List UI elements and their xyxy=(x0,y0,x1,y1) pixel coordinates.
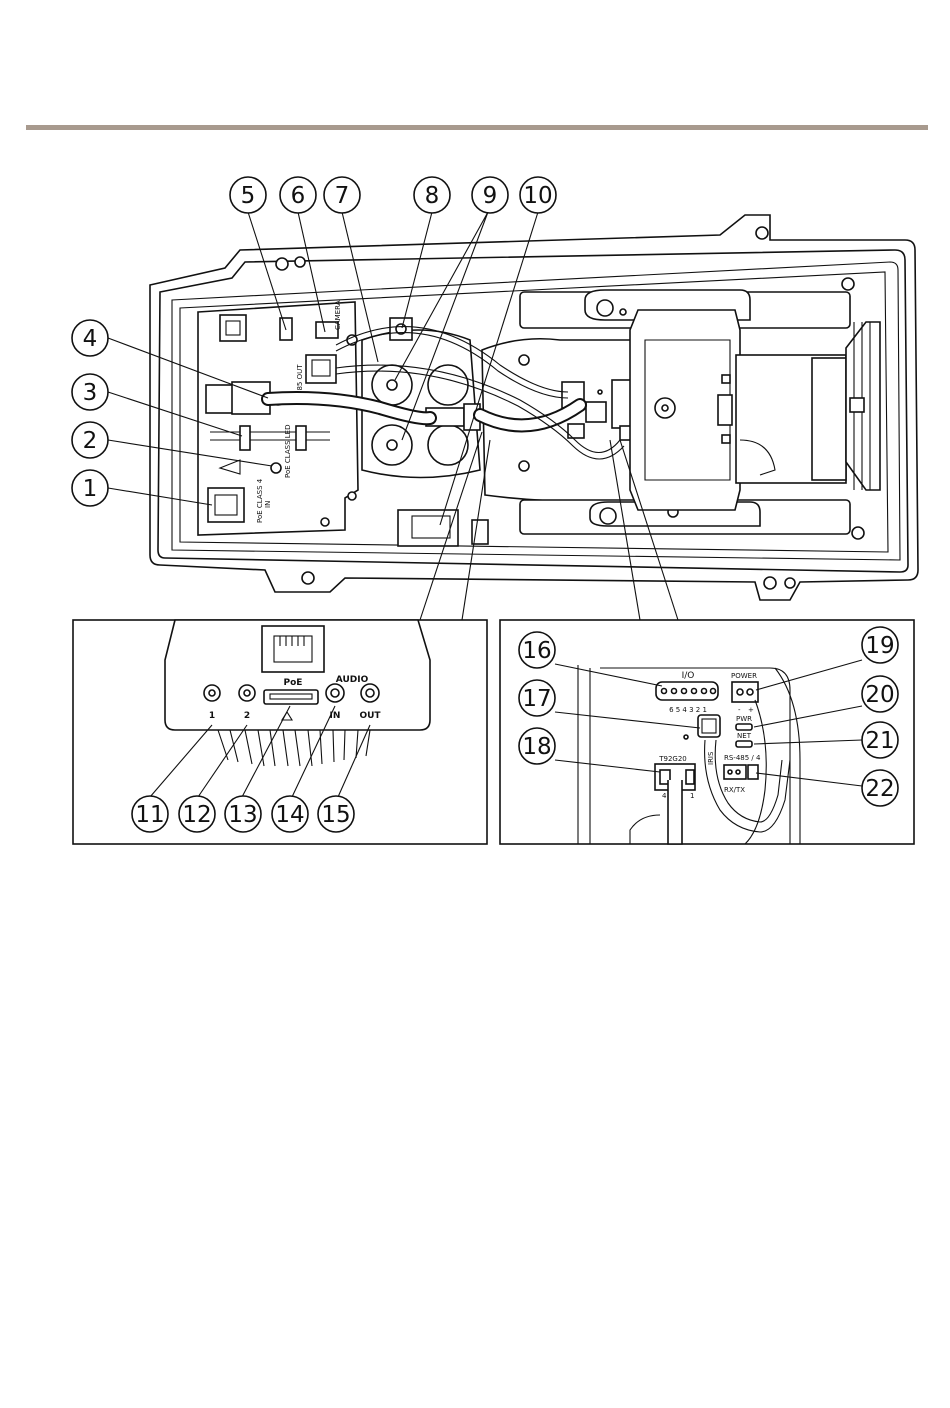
svg-text:16: 16 xyxy=(522,638,551,664)
svg-text:12: 12 xyxy=(182,802,211,828)
callout-9: 9 xyxy=(472,177,508,213)
svg-text:18: 18 xyxy=(522,734,551,760)
callout-11: 11 xyxy=(132,796,168,832)
callout-10: 10 xyxy=(520,177,556,213)
io-label: I/O xyxy=(682,671,695,681)
pin-4-label: 4 xyxy=(662,792,667,800)
camera-port-label: CAMERA xyxy=(334,300,342,330)
callout-7: 7 xyxy=(324,177,360,213)
rs485-port-label: 485 OUT xyxy=(296,364,304,395)
callout-22: 22 xyxy=(862,770,898,806)
poe-class-led-label: PoE CLASS LED xyxy=(284,425,292,478)
svg-text:17: 17 xyxy=(522,686,551,712)
svg-text:5: 5 xyxy=(241,183,256,209)
callout-20: 20 xyxy=(862,676,898,712)
audio-label: AUDIO xyxy=(336,675,369,685)
svg-text:14: 14 xyxy=(275,802,304,828)
callout-12: 12 xyxy=(179,796,215,832)
svg-text:8: 8 xyxy=(425,183,440,209)
net-led-label: NET xyxy=(737,732,752,740)
callout-1: 1 xyxy=(72,470,108,506)
callout-2: 2 xyxy=(72,422,108,458)
svg-text:22: 22 xyxy=(865,776,894,802)
svg-text:19: 19 xyxy=(865,633,894,659)
svg-text:2: 2 xyxy=(83,428,98,454)
input-2-label: 2 xyxy=(244,711,250,721)
power-label: POWER xyxy=(731,672,757,680)
callout-18: 18 xyxy=(519,728,555,764)
callout-17: 17 xyxy=(519,680,555,716)
pwr-led-label: PWR xyxy=(736,715,752,723)
callout-14: 14 xyxy=(272,796,308,832)
svg-text:13: 13 xyxy=(228,802,257,828)
svg-text:15: 15 xyxy=(321,802,350,828)
audio-out-label: OUT xyxy=(359,711,381,721)
svg-text:20: 20 xyxy=(865,682,894,708)
rxtx-label: RX/TX xyxy=(724,786,745,794)
svg-text:21: 21 xyxy=(865,728,894,754)
svg-text:6: 6 xyxy=(291,183,306,209)
callout-21: 21 xyxy=(862,722,898,758)
audio-in-label: IN xyxy=(330,711,341,721)
svg-text:3: 3 xyxy=(83,380,98,406)
callout-16: 16 xyxy=(519,632,555,668)
callout-19: 19 xyxy=(862,627,898,663)
housing-body: CAMERA 485 OUT PoE CLASS LED PoE CLASS 4… xyxy=(150,215,918,600)
svg-text:1: 1 xyxy=(83,476,98,502)
svg-text:7: 7 xyxy=(335,183,350,209)
callout-15: 15 xyxy=(318,796,354,832)
pin-1-label: 1 xyxy=(690,792,694,800)
svg-text:10: 10 xyxy=(523,183,552,209)
t92-label: T92G20 xyxy=(658,755,687,763)
poe-class4-label: PoE CLASS 4 xyxy=(256,478,264,523)
inset-right-board-connectors: I/O 6 5 4 3 2 1 POWER - + PWR NET RS-485… xyxy=(500,620,914,844)
callout-5: 5 xyxy=(230,177,266,213)
callout-3: 3 xyxy=(72,374,108,410)
poe-label: PoE xyxy=(284,678,303,688)
svg-text:9: 9 xyxy=(483,183,498,209)
callout-8: 8 xyxy=(414,177,450,213)
io-pin-numbers: 6 5 4 3 2 1 xyxy=(669,706,707,714)
rs485-label: RS-485 / 4 xyxy=(724,754,761,762)
poe-in-label: IN xyxy=(264,501,272,508)
svg-text:4: 4 xyxy=(83,326,98,352)
iris-label: IRIS xyxy=(707,751,715,765)
input-1-label: 1 xyxy=(209,711,215,721)
callout-13: 13 xyxy=(225,796,261,832)
callout-4: 4 xyxy=(72,320,108,356)
callout-6: 6 xyxy=(280,177,316,213)
svg-text:11: 11 xyxy=(135,802,164,828)
power-plus: + xyxy=(748,706,754,714)
power-minus: - xyxy=(738,706,741,714)
